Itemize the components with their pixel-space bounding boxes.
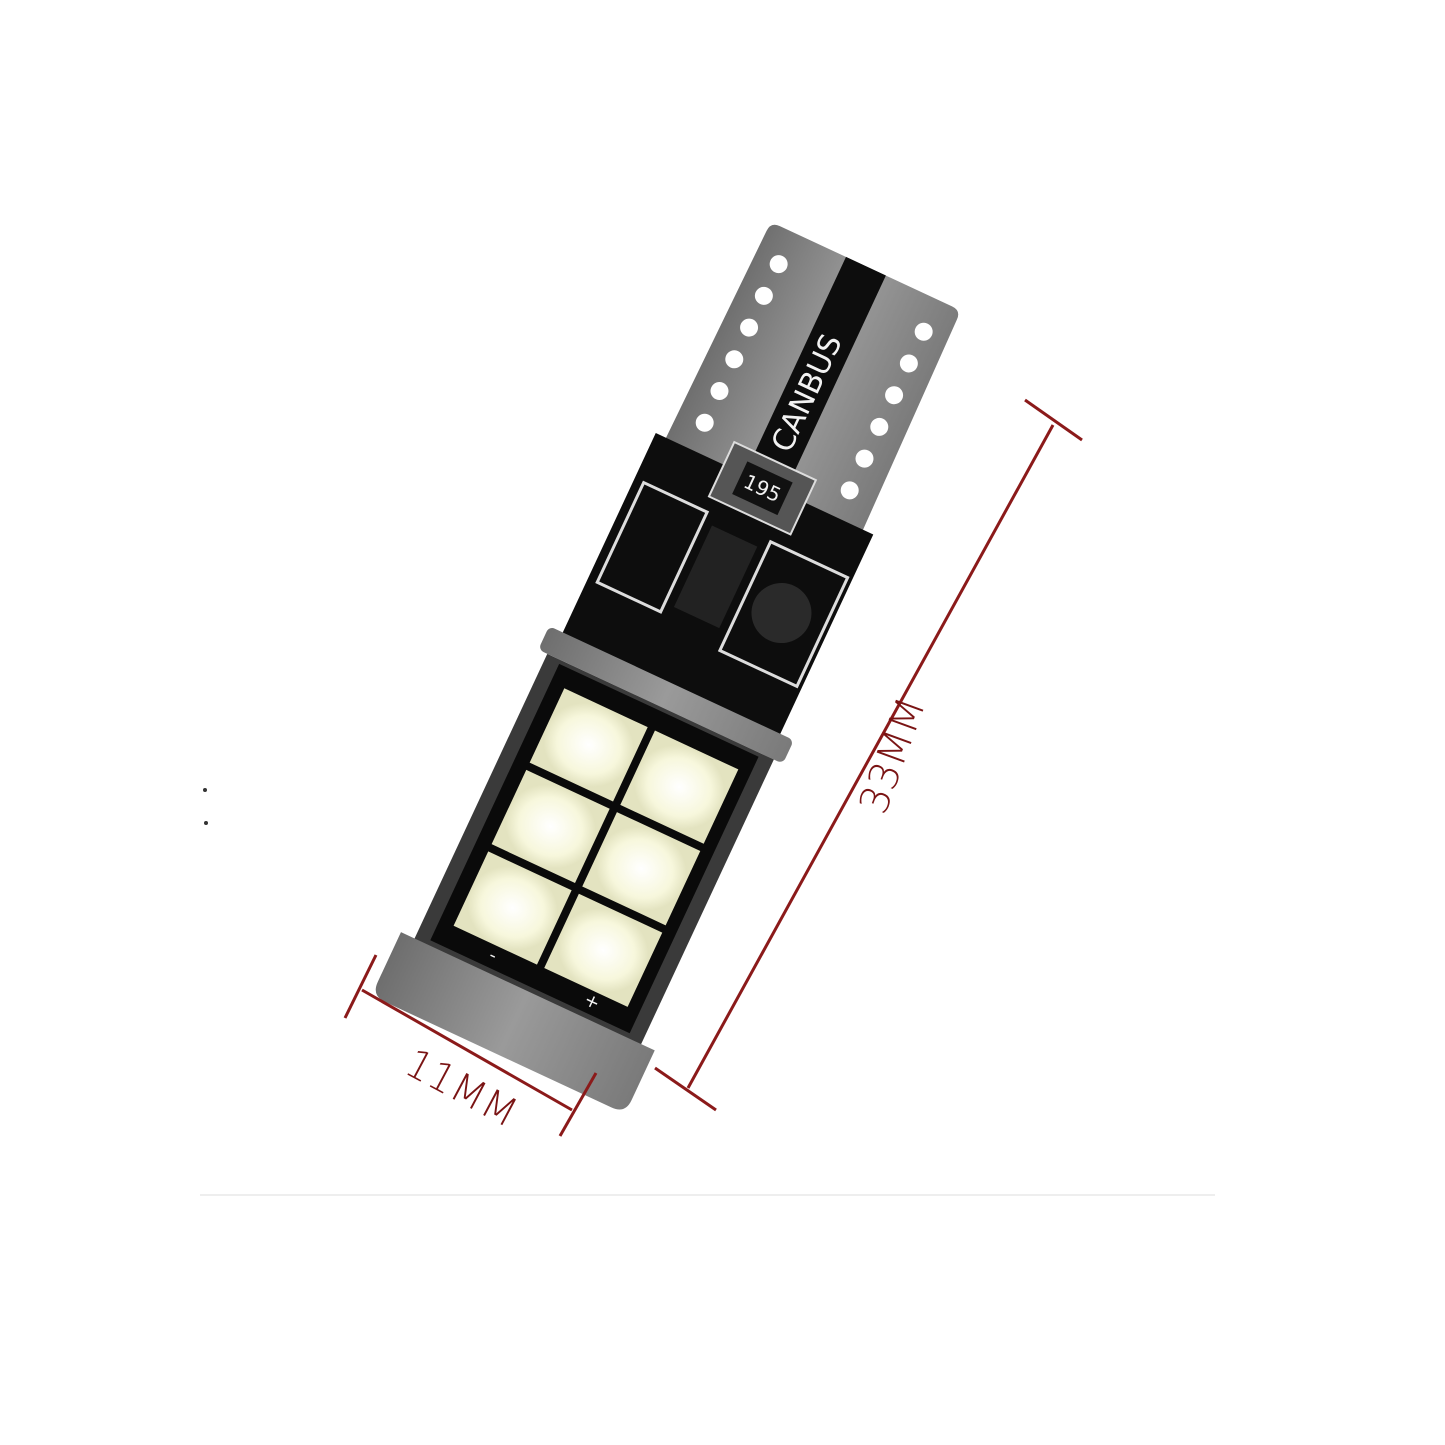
led-chip: [544, 893, 663, 1007]
bulb-base: [375, 932, 655, 1110]
collar-upper: [540, 628, 792, 762]
length-dimension-line: [654, 398, 1083, 1112]
led-chip: [529, 688, 648, 802]
component-outline: [595, 480, 710, 614]
led-chip: [491, 769, 610, 884]
canbus-strip: [744, 256, 886, 494]
stray-dot: [203, 788, 207, 792]
width-dimension-line: [343, 954, 598, 1137]
inductor: [751, 583, 812, 644]
ic-chip: [673, 525, 758, 629]
led-chip: [582, 812, 701, 926]
led-array: [453, 688, 739, 1007]
chip-label-bg: [732, 461, 793, 516]
led-chip: [453, 851, 572, 965]
led-chip: [620, 730, 739, 844]
stray-dot: [204, 821, 208, 825]
tab-holes: [695, 255, 933, 500]
length-label: 33MM: [851, 691, 935, 819]
led-bulb: CANBUS 195 - +: [375, 224, 959, 1110]
component-outline: [717, 539, 850, 689]
